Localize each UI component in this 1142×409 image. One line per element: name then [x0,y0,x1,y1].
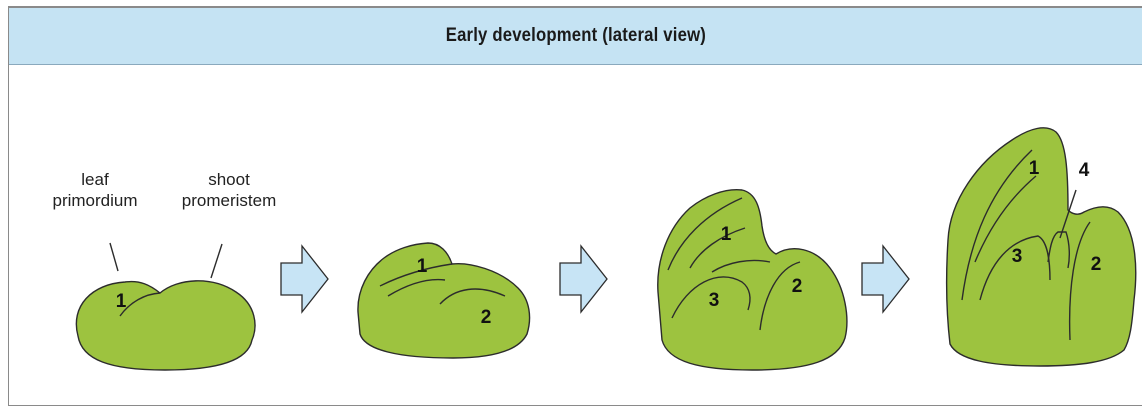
stage2-primordium-1-number: 1 [417,256,428,277]
arrow-right-1 [280,244,329,314]
stage2-primordium-1-outline [379,263,453,287]
leaf-label-line1: leaf [81,170,109,189]
stage2-primordium-2-outline [439,288,506,305]
stage4-primordium-2-outline [1068,221,1091,341]
stage3-primordium-3-number: 3 [709,290,720,311]
leaf-primordium-pointer [109,242,119,272]
stage3-primordium-1-number: 1 [721,224,732,245]
stage4-primordium-2-number: 2 [1091,254,1102,275]
meristem-label-line2: promeristem [182,191,276,210]
stage4-primordium-3-number: 3 [1012,246,1023,267]
stage-3: 1 3 2 [657,189,848,371]
stage3-primordium-2-number: 2 [792,276,803,297]
stage2-primordium-2-number: 2 [481,307,492,328]
stage3-primordium-1-inner [689,227,746,269]
figure-title: Early development (lateral view) [445,25,706,46]
stage3-primordium-2-outline [759,261,801,331]
arrow-right-3 [861,244,910,314]
stage3-primordium-3-outline [671,276,751,319]
leaf-label-line2: primordium [52,191,137,210]
stage4-primordium-4-number: 4 [1079,160,1090,181]
stage1-primordium-outline [119,292,161,317]
title-bar: Early development (lateral view) [9,8,1142,65]
stage-2: 1 2 [357,242,531,359]
stage2-inner-fold [387,278,446,297]
stage-4: 1 4 3 2 [946,127,1137,367]
stage4-primordium-1-number: 1 [1029,158,1040,179]
arrow-right-2 [559,244,608,314]
meristem-label-line1: shoot [208,170,250,189]
stage4-primordium-1-outline [961,149,1033,301]
stage-1: leaf primordium shoot promeristem 1 [52,170,276,371]
stage1-primordium-1-number: 1 [116,291,127,312]
stage4-primordium-1-inner [974,175,1037,263]
stage1-meristem-dome [75,280,256,371]
stage4-meristem-body [946,127,1137,367]
stage3-primordium-1-outline [667,197,743,271]
shoot-promeristem-pointer [210,243,223,279]
stage3-meristem-body [657,189,848,371]
stage3-center-fold [711,259,771,273]
primordium-4-pointer [1059,189,1077,239]
